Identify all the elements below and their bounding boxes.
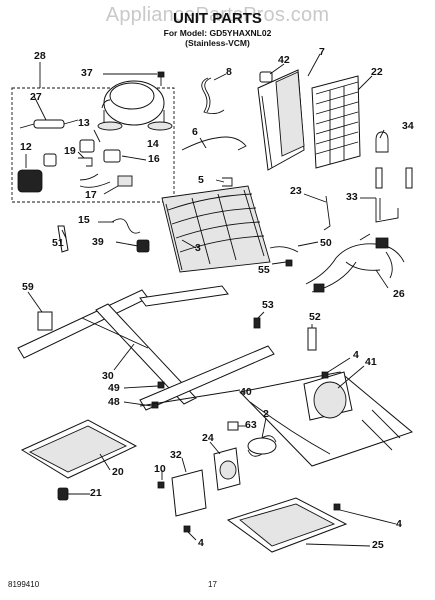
variant-line: (Stainless-VCM): [185, 38, 250, 48]
part-59: [37, 311, 53, 331]
support-frame: [17, 285, 275, 411]
callout-3: 3: [195, 242, 201, 254]
callout-20: 20: [112, 466, 124, 478]
callout-53: 53: [262, 299, 274, 311]
drain-pan: [226, 497, 348, 553]
bracket-42: [259, 71, 273, 83]
screw-53: [253, 317, 261, 329]
model-line: For Model: GD5YHAXNL02: [163, 28, 272, 38]
access-panel: [20, 419, 138, 479]
callout-2: 2: [263, 408, 269, 420]
terminal-cover: [103, 149, 121, 163]
part-63: [227, 421, 239, 431]
filter-drier-2: [405, 167, 413, 189]
tube-8: [201, 77, 225, 115]
callout-21: 21: [90, 487, 102, 499]
callout-8: 8: [226, 66, 232, 78]
fan-blade: [247, 435, 277, 457]
callout-40: 40: [240, 386, 252, 398]
callout-13: 13: [78, 117, 90, 129]
callout-34: 34: [402, 120, 414, 132]
callout-12: 12: [20, 141, 32, 153]
screw-48: [151, 401, 159, 409]
clip-5: [222, 177, 233, 187]
callout-59: 59: [22, 281, 34, 293]
callout-27: 27: [30, 91, 42, 103]
callout-39: 39: [92, 236, 104, 248]
wire-harness: [305, 233, 405, 293]
tube-51: [57, 225, 69, 253]
callout-55: 55: [258, 264, 270, 276]
capillary-tube: [181, 136, 247, 151]
compressor-base: [239, 371, 414, 467]
callout-16: 16: [148, 153, 160, 165]
grommet-39: [136, 239, 150, 253]
part-52: [307, 327, 317, 351]
fan-bracket: [171, 469, 207, 517]
screw-4b: [183, 525, 191, 533]
callout-24: 24: [202, 432, 214, 444]
callout-51: 51: [52, 237, 64, 249]
callout-17: 17: [85, 189, 97, 201]
compressor-group-box: [11, 87, 175, 203]
callout-19: 19: [64, 145, 76, 157]
page-title: UNIT PARTS: [173, 10, 262, 27]
callout-7: 7: [319, 46, 325, 58]
screw-49: [157, 381, 165, 389]
callout-52: 52: [309, 311, 321, 323]
callout-22: 22: [371, 66, 383, 78]
callout-33: 33: [346, 191, 358, 203]
callout-63: 63: [245, 419, 257, 431]
document-number: 8199410: [8, 580, 40, 589]
leveling-foot: [57, 487, 69, 501]
screw-4a: [321, 371, 329, 379]
evaporator-coil: [161, 185, 271, 273]
callout-5: 5: [198, 174, 204, 186]
callout-25: 25: [372, 539, 384, 551]
screw-10: [157, 481, 165, 489]
tube-23: [323, 195, 331, 231]
leader-lines: [25, 53, 397, 547]
callout-48: 48: [108, 396, 120, 408]
watermark: AppliancePartsPros.com: [105, 4, 330, 26]
tube-33: [375, 198, 399, 223]
callout-41: 41: [365, 356, 377, 368]
callout-37: 37: [81, 67, 93, 79]
callout-14: 14: [147, 138, 159, 150]
callout-4: 4: [353, 349, 359, 361]
callout-26: 26: [393, 288, 405, 300]
filter-drier: [375, 167, 383, 189]
bolt: [157, 71, 165, 86]
callout-50: 50: [320, 237, 332, 249]
compressor: [97, 80, 173, 131]
capacitor-12: [17, 169, 43, 193]
page-number: 17: [208, 580, 217, 589]
condenser: [311, 75, 361, 169]
callout-49: 49: [108, 382, 120, 394]
callout-15: 15: [78, 214, 90, 226]
callout-30: 30: [102, 370, 114, 382]
start-device: [117, 175, 133, 187]
callout-4c: 4: [198, 537, 204, 549]
evaporator-cover: [257, 69, 305, 171]
relay-part: [79, 139, 95, 153]
overload-protector: [19, 119, 79, 129]
screw-55: [285, 259, 293, 267]
callout-28: 28: [34, 50, 46, 62]
fan-motor: [213, 447, 241, 491]
drain-line: [111, 218, 141, 234]
part-50: [269, 246, 299, 253]
capacitor-part: [43, 153, 57, 167]
clip-part: [78, 157, 93, 167]
callout-10: 10: [154, 463, 166, 475]
callout-42: 42: [278, 54, 290, 66]
callout-6: 6: [192, 126, 198, 138]
callout-23: 23: [290, 185, 302, 197]
screw-4c: [333, 503, 341, 511]
callout-32: 32: [170, 449, 182, 461]
callout-4b: 4: [396, 518, 402, 530]
